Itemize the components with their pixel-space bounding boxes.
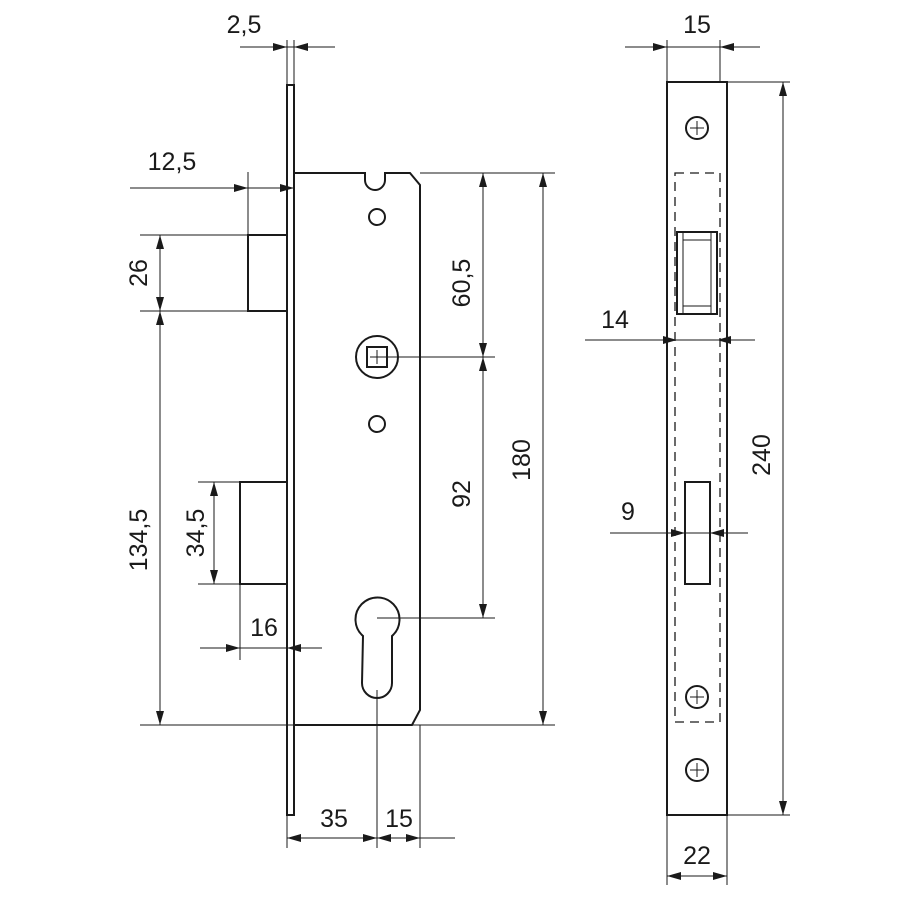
dim-label-cylinder-to-back: 15 (385, 805, 413, 833)
dim-label-bolt-projection: 16 (250, 614, 278, 642)
dim-follower-to-cylinder: 92 (448, 357, 487, 618)
dead-bolt (239, 481, 288, 585)
latch-bolt (247, 234, 288, 312)
screw-hole-middle (368, 415, 386, 433)
dim-label-bolt-width: 9 (621, 498, 635, 526)
dim-label-case-height: 180 (508, 439, 536, 481)
faceplate (286, 84, 295, 816)
dim-latch-height: 26 (125, 235, 164, 311)
screw-lower-icon (685, 685, 709, 709)
case-hidden-outline (674, 172, 721, 723)
dim-cylinder-to-back: 15 (377, 805, 455, 842)
front-extension-lines (140, 40, 555, 848)
dim-latch-projection: 12,5 (130, 148, 294, 192)
cylinder-cutout (354, 596, 401, 699)
dim-bolt-height: 34,5 (182, 482, 218, 584)
dim-label-latch-height: 26 (125, 259, 153, 287)
dim-bolt-projection: 16 (200, 614, 322, 652)
dim-label-faceplate-thickness: 2,5 (227, 11, 262, 39)
dim-backset: 35 (287, 805, 377, 842)
dim-label-bolt-height: 34,5 (182, 509, 210, 558)
dim-faceplate-length: 240 (748, 82, 787, 815)
dim-label-latch-to-bottom: 134,5 (125, 509, 153, 572)
dim-follower-to-top: 60,5 (448, 173, 487, 357)
dim-label-latch-projection: 12,5 (148, 148, 197, 176)
front-view: 2,5 12,5 26 134,5 34,5 (125, 11, 555, 848)
dim-label-faceplate-width-top: 15 (683, 11, 711, 39)
dim-label-follower-to-cylinder: 92 (448, 480, 476, 508)
dim-case-height: 180 (508, 173, 547, 725)
dim-faceplate-thickness: 2,5 (227, 11, 335, 51)
screw-hole-top (368, 208, 386, 226)
dim-faceplate-width-top: 15 (625, 11, 760, 51)
side-view: 15 14 240 9 22 (585, 11, 790, 885)
dim-latch-to-bottom: 134,5 (125, 311, 164, 725)
dim-label-follower-to-top: 60,5 (448, 259, 476, 308)
faceplate-side (666, 81, 728, 816)
dim-label-backset: 35 (320, 805, 348, 833)
dim-faceplate-width-bottom: 22 (667, 842, 727, 880)
latch-bolt-side (676, 231, 718, 315)
screw-bottom-icon (685, 758, 709, 782)
dim-label-latch-width: 14 (601, 306, 629, 334)
dim-label-faceplate-width-bottom: 22 (683, 842, 711, 870)
dim-bolt-width: 9 (610, 498, 748, 537)
dim-label-faceplate-length: 240 (748, 434, 776, 476)
lock-case (294, 172, 421, 726)
dim-latch-width: 14 (585, 306, 755, 344)
screw-top-icon (685, 116, 709, 140)
